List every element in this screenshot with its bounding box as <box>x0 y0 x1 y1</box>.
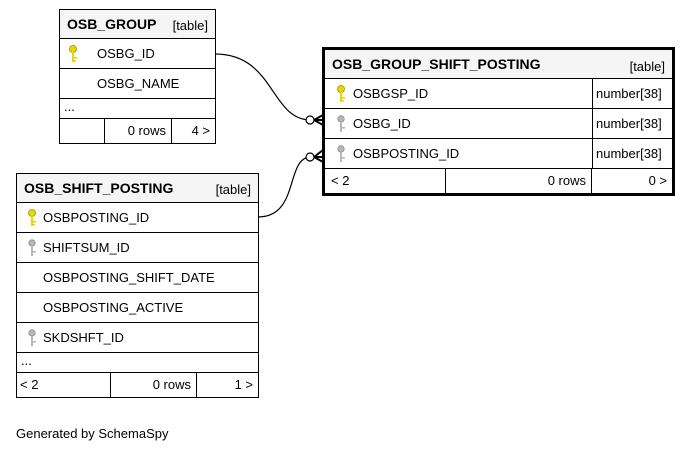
table-footer: < 2 0 rows 1 > <box>17 373 258 397</box>
children-count[interactable]: 4 > <box>191 123 210 138</box>
parents-count[interactable]: < 2 <box>17 373 111 397</box>
more-columns-ellipsis: ... <box>60 99 215 119</box>
foreign-key-icon <box>28 239 36 256</box>
column-name: OSBG_ID <box>97 46 155 61</box>
foreign-key-icon <box>337 115 345 132</box>
table-osb-group[interactable]: OSB_GROUP [table] OSBG_ID OSBG_NAME ... … <box>59 9 216 144</box>
column-row[interactable]: OSBG_ID <box>60 39 215 69</box>
table-header: OSB_GROUP [table] <box>60 10 215 39</box>
children-count[interactable]: 1 > <box>234 377 253 392</box>
link-osbposting-id <box>257 156 312 218</box>
column-row[interactable]: OSBGSP_ID number[38] <box>325 79 672 109</box>
column-name: OSBPOSTING_ID <box>353 146 460 161</box>
column-row[interactable]: OSBPOSTING_ACTIVE <box>17 293 258 323</box>
table-header: OSB_GROUP_SHIFT_POSTING [table] <box>325 50 672 79</box>
primary-key-icon <box>28 209 36 226</box>
column-name: SHIFTSUM_ID <box>43 240 130 255</box>
link-osbg-id-crowfoot <box>313 114 324 126</box>
column-row[interactable]: OSBG_ID number[38] <box>325 109 672 139</box>
table-kind: [table] <box>629 59 665 74</box>
table-kind: [table] <box>215 182 251 197</box>
generated-by-credit: Generated by SchemaSpy <box>16 426 169 441</box>
primary-key-icon <box>337 85 345 102</box>
row-count: 0 rows <box>446 169 592 193</box>
row-count: 0 rows <box>111 373 197 397</box>
column-row[interactable]: OSBG_NAME <box>60 69 215 99</box>
table-name[interactable]: OSB_GROUP <box>67 16 157 32</box>
column-name: OSBG_NAME <box>97 76 180 91</box>
column-type: number[38] <box>592 109 672 138</box>
table-name[interactable]: OSB_GROUP_SHIFT_POSTING <box>332 56 541 72</box>
row-count: 0 rows <box>105 119 172 143</box>
column-type: number[38] <box>592 139 672 168</box>
table-header: OSB_SHIFT_POSTING [table] <box>17 174 258 203</box>
table-kind: [table] <box>172 18 208 33</box>
link-osbposting-id-crowfoot <box>313 149 324 163</box>
table-footer: < 2 0 rows 0 > <box>325 169 672 193</box>
foreign-key-icon <box>337 145 345 162</box>
children-count[interactable]: 0 > <box>648 173 667 188</box>
link-osbg-id <box>214 53 312 121</box>
column-name: SKDSHFT_ID <box>43 330 124 345</box>
parents-count[interactable]: < 2 <box>325 169 446 193</box>
table-osb-shift-posting[interactable]: OSB_SHIFT_POSTING [table] OSBPOSTING_ID … <box>16 173 259 398</box>
column-name: OSBGSP_ID <box>353 86 429 101</box>
column-row[interactable]: OSBPOSTING_ID <box>17 203 258 233</box>
column-name: OSBPOSTING_ID <box>43 210 150 225</box>
column-row[interactable]: SKDSHFT_ID <box>17 323 258 353</box>
column-row[interactable]: OSBPOSTING_ID number[38] <box>325 139 672 169</box>
table-name[interactable]: OSB_SHIFT_POSTING <box>24 180 174 196</box>
column-name: OSBPOSTING_ACTIVE <box>43 300 184 315</box>
link-osbg-id-optional-marker <box>305 115 315 125</box>
more-columns-ellipsis: ... <box>17 353 258 373</box>
link-osbposting-id-optional-marker <box>305 152 315 162</box>
column-name: OSBPOSTING_SHIFT_DATE <box>43 270 215 285</box>
column-type: number[38] <box>592 79 672 108</box>
table-footer: 0 rows 4 > <box>60 119 215 143</box>
foreign-key-icon <box>28 329 36 346</box>
column-name: OSBG_ID <box>353 116 411 131</box>
column-row[interactable]: OSBPOSTING_SHIFT_DATE <box>17 263 258 293</box>
parents-count[interactable] <box>60 119 105 143</box>
column-row[interactable]: SHIFTSUM_ID <box>17 233 258 263</box>
primary-key-icon <box>69 45 77 62</box>
table-osb-group-shift-posting[interactable]: OSB_GROUP_SHIFT_POSTING [table] OSBGSP_I… <box>322 47 675 196</box>
